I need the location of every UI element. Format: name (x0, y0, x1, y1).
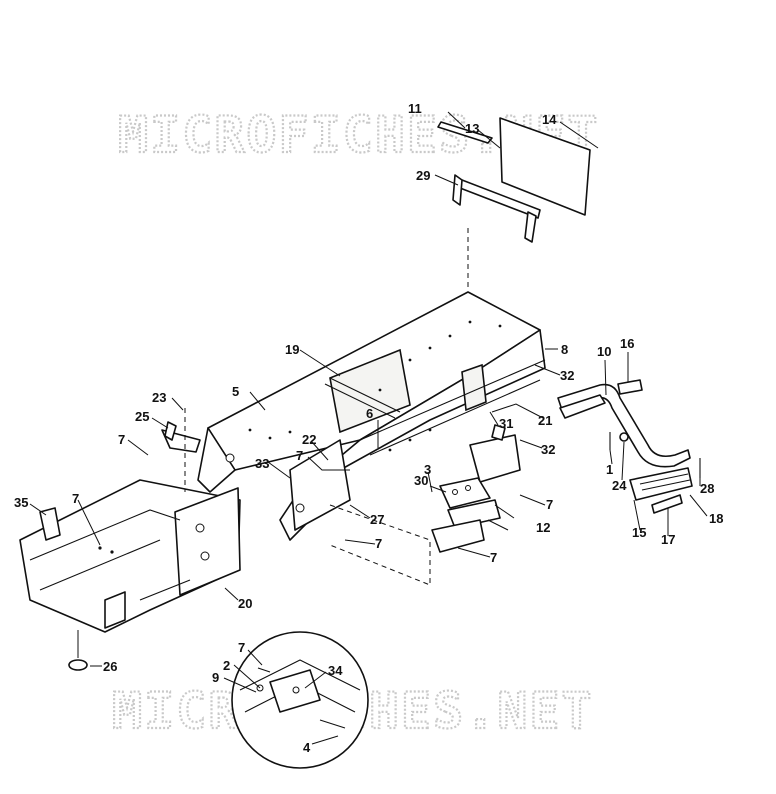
callout-32a: 32 (560, 368, 574, 383)
windshield-assembly (437, 117, 591, 290)
nut-26 (68, 659, 88, 671)
callout-32b: 32 (541, 442, 555, 457)
callout-28: 28 (700, 481, 714, 496)
callout-15: 15 (632, 525, 646, 540)
callout-7-left: 7 (118, 432, 125, 447)
bumper-bar (557, 383, 691, 468)
callout-17: 17 (661, 532, 675, 547)
callout-18: 18 (709, 511, 723, 526)
callout-27: 27 (370, 512, 384, 527)
leader-lines (29, 111, 708, 745)
tunnel-holes (225, 320, 502, 513)
step-plate (629, 467, 693, 501)
callout-6: 6 (366, 406, 373, 421)
callout-13: 13 (465, 121, 479, 136)
callout-23: 23 (152, 390, 166, 405)
callout-8: 8 (561, 342, 568, 357)
bracket-12 (447, 499, 501, 529)
callout-22: 22 (302, 432, 316, 447)
callout-12: 12 (536, 520, 550, 535)
callout-7-right: 7 (546, 497, 553, 512)
callout-33: 33 (255, 456, 269, 471)
callout-34: 34 (328, 663, 343, 678)
bumper-assembly (557, 379, 701, 514)
callout-26: 26 (103, 659, 117, 674)
callout-16: 16 (620, 336, 634, 351)
bracket-25 (161, 408, 201, 492)
pan-side-plate (174, 487, 241, 596)
callout-2: 2 (223, 658, 230, 673)
callout-7-inset: 7 (238, 640, 245, 655)
callout-20: 20 (238, 596, 252, 611)
callout-10: 10 (597, 344, 611, 359)
main-frame (197, 291, 546, 586)
callout-7-pan: 7 (72, 491, 79, 506)
callout-1: 1 (606, 462, 613, 477)
bracket-32 (469, 434, 521, 483)
callout-5: 5 (232, 384, 239, 399)
callout-21: 21 (538, 413, 552, 428)
callout-14: 14 (542, 112, 557, 127)
callout-35: 35 (14, 495, 28, 510)
windshield-trim (437, 121, 493, 144)
callout-24: 24 (612, 478, 627, 493)
callout-7-bracket: 7 (490, 550, 497, 565)
bumper-cap-17 (651, 494, 683, 514)
callout-7-frame: 7 (296, 448, 303, 463)
washer-24 (619, 432, 629, 442)
callout-29: 29 (416, 168, 430, 183)
callout-labels: 11 13 14 29 19 5 8 32 21 31 32 10 16 1 2… (14, 101, 723, 755)
center-brackets (431, 424, 521, 553)
bracket-12b (431, 519, 485, 553)
detail-inset (231, 631, 369, 769)
front-pan (19, 479, 241, 658)
callout-25: 25 (135, 409, 149, 424)
pan-clip (39, 507, 61, 541)
callout-30: 30 (414, 473, 428, 488)
callout-7-lower: 7 (375, 536, 382, 551)
callout-3: 3 (424, 462, 431, 477)
bracket-30 (439, 477, 491, 509)
callout-19: 19 (285, 342, 299, 357)
callout-11: 11 (408, 101, 422, 116)
callout-31: 31 (499, 416, 513, 431)
callout-4: 4 (303, 740, 311, 755)
bumper-end-16 (617, 379, 643, 395)
callout-9: 9 (212, 670, 219, 685)
